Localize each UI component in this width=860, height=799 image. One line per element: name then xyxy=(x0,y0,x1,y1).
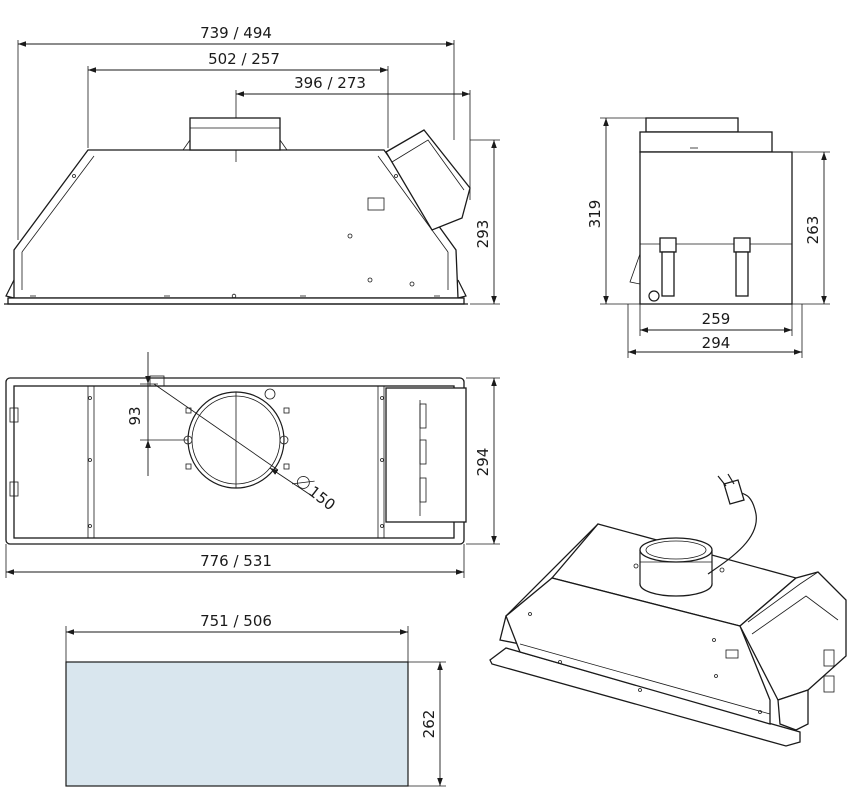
side-view: 319 263 259 294 xyxy=(586,117,830,358)
dim-front-height: 293 xyxy=(474,220,492,249)
dim-side-width-total: 294 xyxy=(702,334,731,352)
front-outlet-box xyxy=(385,129,471,231)
cutout-view: 751 / 506 262 xyxy=(65,612,446,787)
front-bottom-plate xyxy=(7,297,465,305)
dim-top-length: 776 / 531 xyxy=(200,552,272,570)
dim-top-depth: 294 xyxy=(474,448,492,477)
iso-bottom-plate xyxy=(489,647,801,747)
isometric-view xyxy=(489,473,847,747)
dim-cutout-depth: 262 xyxy=(420,710,438,739)
front-view: 739 / 494 502 / 257 396 / 273 293 xyxy=(4,24,500,305)
iso-power-cord xyxy=(707,491,757,575)
dim-front-width-body: 502 / 257 xyxy=(208,50,280,68)
front-collar xyxy=(189,117,281,151)
dim-front-width-total: 739 / 494 xyxy=(200,24,272,42)
dim-side-height-total: 319 xyxy=(586,200,604,229)
dim-side-height-body: 263 xyxy=(804,216,822,245)
dim-cutout-width: 751 / 506 xyxy=(200,612,272,630)
diameter-symbol-icon xyxy=(296,476,310,489)
hood-body-front xyxy=(13,149,459,299)
side-collar xyxy=(645,117,739,133)
top-view: 93 150 294 776 / 531 xyxy=(5,352,500,578)
iso-collar xyxy=(639,537,713,563)
dim-top-offset: 93 xyxy=(126,406,144,425)
dim-side-width-body: 259 xyxy=(702,310,731,328)
dim-front-width-outlet: 396 / 273 xyxy=(294,74,366,92)
cutout-area xyxy=(65,661,409,787)
plug-icon xyxy=(723,479,745,505)
